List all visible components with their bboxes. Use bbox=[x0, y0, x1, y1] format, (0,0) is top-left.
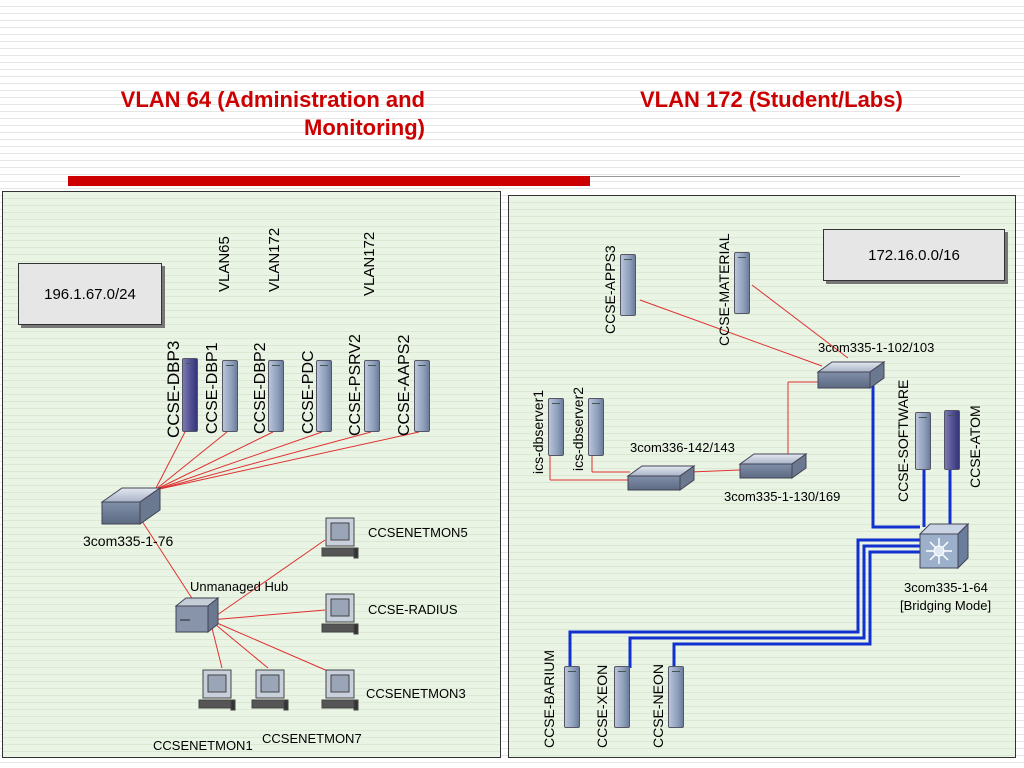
label-ccse-material: CCSE-MATERIAL bbox=[716, 233, 732, 346]
label-ccse-atom: CCSE-ATOM bbox=[967, 405, 983, 488]
switch-3com335-1-76 bbox=[100, 487, 162, 525]
server-ccse-atom-icon bbox=[944, 410, 960, 470]
server-ccse-aaps2-icon bbox=[414, 360, 430, 432]
label-ccsenetmon7: CCSENETMON7 bbox=[262, 731, 362, 746]
title-divider-bar bbox=[68, 176, 590, 186]
label-ccse-software: CCSE-SOFTWARE bbox=[895, 379, 911, 502]
server-ccse-neon-icon bbox=[668, 666, 684, 728]
label-ccse-dbp1: CCSE-DBP1 bbox=[204, 342, 221, 434]
title-vlan172: VLAN 172 (Student/Labs) bbox=[640, 87, 903, 112]
label-ccse-aaps2: CCSE-AAPS2 bbox=[396, 334, 413, 436]
label-ics-dbserver2: ics-dbserver2 bbox=[570, 386, 586, 471]
server-ccse-software-icon bbox=[915, 412, 931, 470]
label-ccsenetmon3: CCSENETMON3 bbox=[366, 686, 466, 701]
label-core-switch-mode: [Bridging Mode] bbox=[900, 598, 992, 613]
subnet-label-left: 196.1.67.0/24 bbox=[18, 263, 162, 325]
server-ccse-dbp2-icon bbox=[268, 360, 284, 432]
server-ccse-dbp3-icon bbox=[182, 358, 198, 432]
label-ccsenetmon1: CCSENETMON1 bbox=[153, 738, 253, 753]
server-ccse-material-icon bbox=[734, 252, 750, 314]
title-vlan64: VLAN 64 (Administration and Monitoring) bbox=[120, 87, 425, 140]
label-ccse-neon: CCSE-NEON bbox=[650, 663, 666, 748]
label-ics-dbserver1: ics-dbserver1 bbox=[530, 389, 546, 474]
label-vlan65: VLAN65 bbox=[216, 236, 233, 292]
label-ccse-psrv2: CCSE-PSRV2 bbox=[347, 334, 364, 436]
right-blue-links bbox=[568, 380, 952, 668]
label-switch-3com335-1-102: 3com335-1-102/103 bbox=[818, 340, 935, 355]
server-ccse-barium-icon bbox=[564, 666, 580, 728]
label-switch-3com335-1-76: 3com335-1-76 bbox=[83, 533, 174, 549]
switch-3com335-1-130 bbox=[738, 453, 808, 479]
server-ccse-dbp1-icon bbox=[222, 360, 238, 432]
switch-3com336-142 bbox=[626, 465, 696, 491]
switch-3com335-1-102 bbox=[816, 361, 886, 389]
label-unmanaged-hub: Unmanaged Hub bbox=[190, 579, 289, 594]
label-ccse-apps3: CCSE-APPS3 bbox=[602, 245, 618, 334]
core-switch-3com335-1-64 bbox=[918, 522, 970, 570]
server-ics-dbserver1-icon bbox=[548, 398, 564, 456]
label-ccse-pdc: CCSE-PDC bbox=[300, 350, 317, 434]
server-ccse-pdc-icon bbox=[316, 360, 332, 432]
label-ccse-xeon: CCSE-XEON bbox=[594, 664, 610, 748]
server-ccse-apps3-icon bbox=[620, 254, 636, 316]
server-ccse-psrv2-icon bbox=[364, 360, 380, 432]
label-ccsenetmon5: CCSENETMON5 bbox=[368, 525, 468, 540]
label-ccse-radius: CCSE-RADIUS bbox=[368, 602, 458, 617]
subnet-label-right: 172.16.0.0/16 bbox=[823, 229, 1005, 281]
server-ccse-xeon-icon bbox=[614, 666, 630, 728]
title-divider-line bbox=[590, 176, 960, 177]
server-ics-dbserver2-icon bbox=[588, 398, 604, 456]
left-server-links bbox=[139, 431, 420, 673]
label-vlan172-a: VLAN172 bbox=[266, 227, 283, 292]
workstation-icons bbox=[198, 517, 359, 711]
unmanaged-hub bbox=[174, 596, 220, 634]
label-ccse-barium: CCSE-BARIUM bbox=[541, 649, 557, 748]
label-core-switch: 3com335-1-64 bbox=[904, 580, 988, 595]
label-switch-3com336-142: 3com336-142/143 bbox=[630, 440, 735, 455]
label-ccse-dbp2: CCSE-DBP2 bbox=[252, 342, 269, 434]
label-vlan172-b: VLAN172 bbox=[361, 231, 378, 296]
label-switch-3com335-1-130: 3com335-1-130/169 bbox=[724, 489, 841, 504]
label-ccse-dbp3: CCSE-DBP3 bbox=[164, 340, 183, 438]
